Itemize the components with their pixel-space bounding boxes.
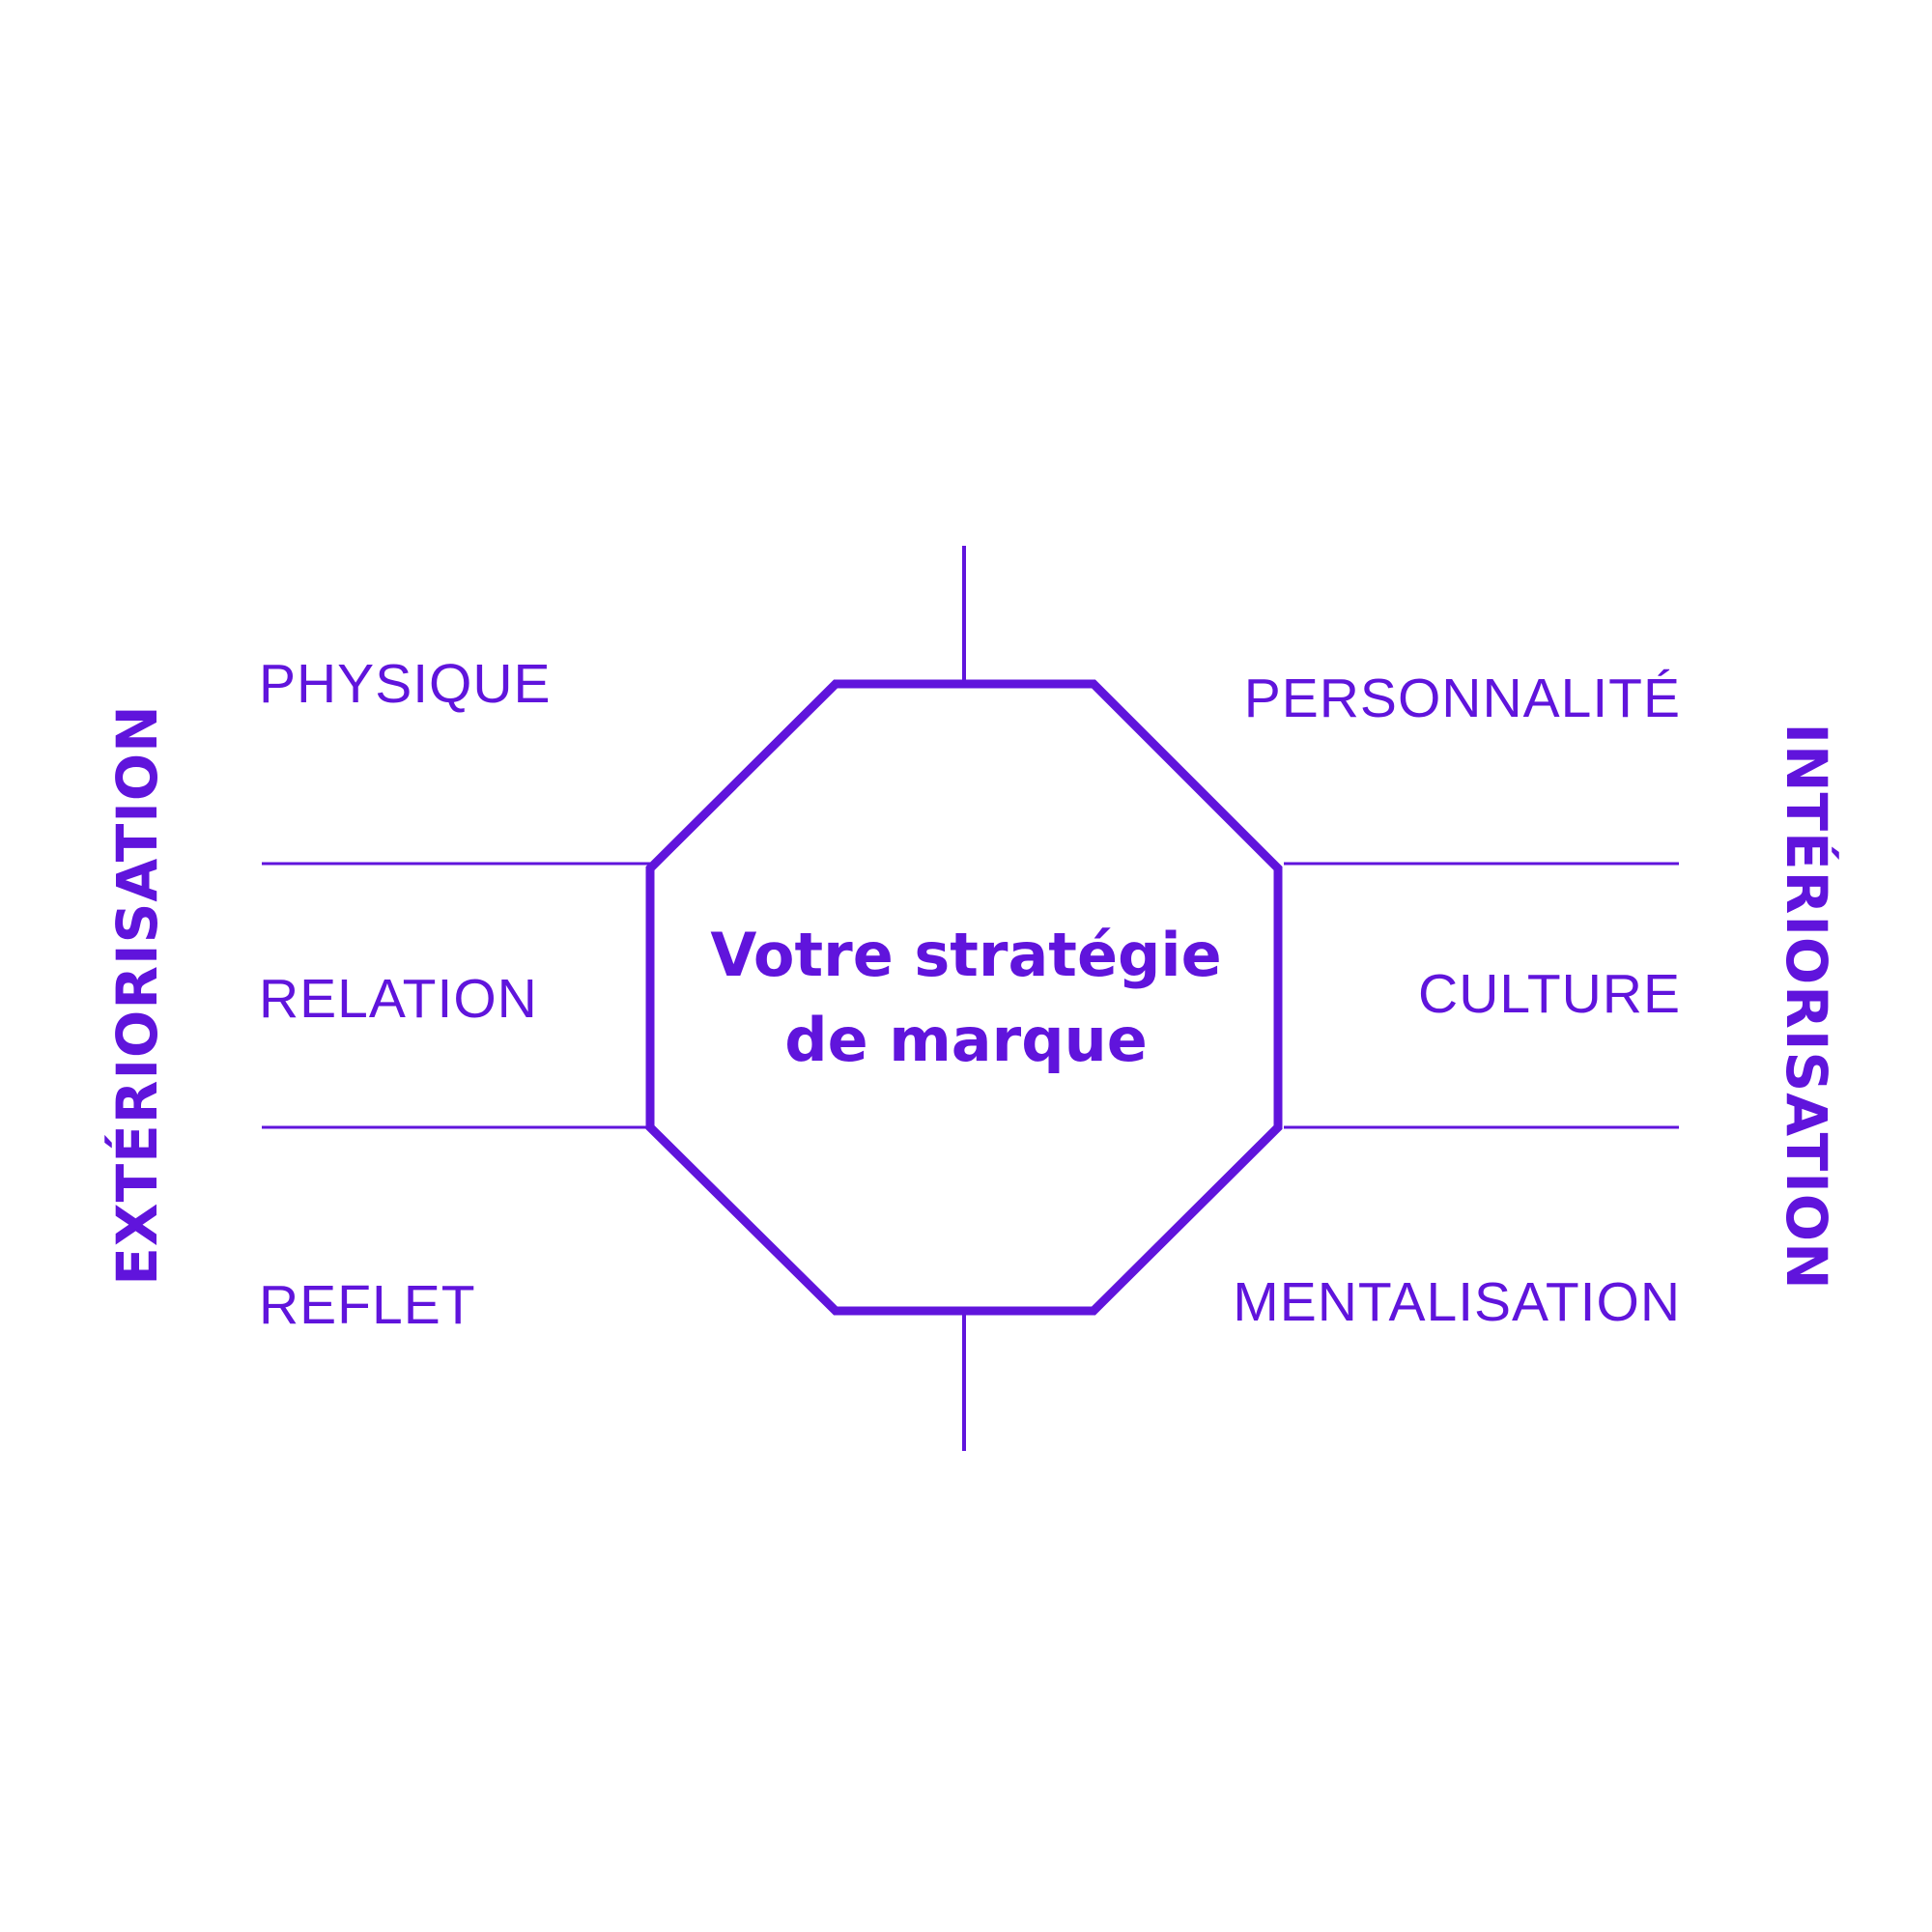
center-title: Votre stratégie de marque xyxy=(676,913,1256,1083)
label-culture: CULTURE xyxy=(1418,963,1681,1025)
label-mentalisation: MENTALISATION xyxy=(1233,1271,1681,1333)
label-personnalite: PERSONNALITÉ xyxy=(1243,668,1681,729)
label-reflet: REFLET xyxy=(259,1274,476,1336)
label-relation: RELATION xyxy=(259,968,538,1030)
side-label-exteriorisation: EXTÉRIORISATION xyxy=(104,704,170,1286)
center-title-line-2: de marque xyxy=(784,1005,1148,1075)
side-label-interiorisation: INTÉRIORISATION xyxy=(1774,723,1839,1291)
center-title-line-1: Votre stratégie xyxy=(710,920,1222,990)
center-octagon xyxy=(645,679,1283,1316)
label-physique: PHYSIQUE xyxy=(259,653,552,715)
